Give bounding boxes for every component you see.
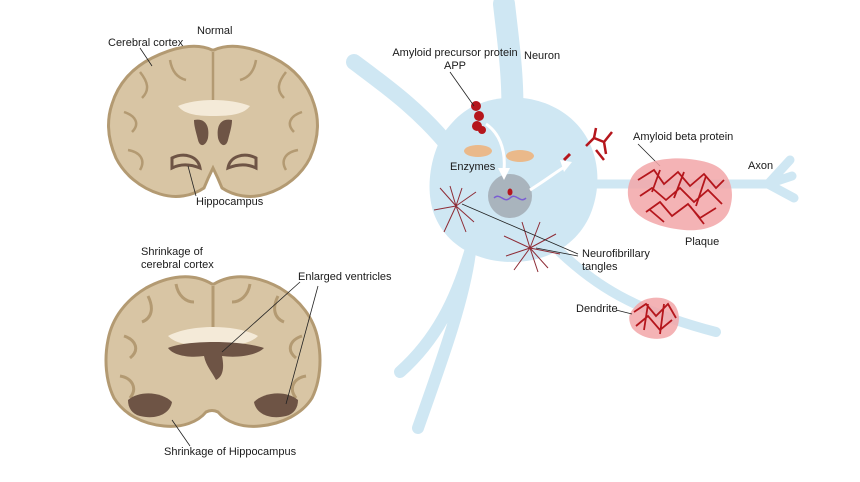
- enzymes-label: Enzymes: [450, 161, 496, 173]
- neuron-lower-right-dendrite: [555, 247, 721, 337]
- tangles-label-line1: Neurofibrillary: [582, 248, 650, 260]
- normal-hippocampus-right: [226, 153, 258, 171]
- normal-ventricles: [194, 119, 232, 146]
- normal-cortex-pointer: [139, 47, 153, 67]
- processing-arrowhead-out: [560, 160, 572, 172]
- diseased-corpus-callosum: [168, 327, 258, 346]
- amyloid-beta-oligomer: [585, 127, 613, 161]
- normal-title: Normal: [197, 25, 233, 37]
- tangles-label-line2: tangles: [582, 261, 618, 273]
- diseased-hippocampus-left: [128, 393, 172, 418]
- diseased-cortex-label-line1: Shrinkage of: [141, 246, 203, 258]
- normal-corpus-callosum: [178, 100, 250, 116]
- tangle-lower: [503, 221, 561, 273]
- app-pointer: [449, 71, 475, 107]
- diseased-ventricles-pointer-b: [285, 285, 319, 405]
- normal-hippocampus-pointer: [187, 165, 197, 197]
- normal-cortex-shape: [107, 44, 319, 198]
- diseased-ventricles-label: Enlarged ventricles: [298, 271, 392, 283]
- neuron-lower-left-dendrite: [394, 246, 476, 434]
- tangles-pointer-lower: [535, 247, 579, 257]
- normal-gyri-lines: [123, 52, 303, 171]
- app-protein: [471, 101, 486, 134]
- normal-cortex-label: Cerebral cortex: [108, 37, 184, 49]
- enzyme-right: [506, 150, 534, 162]
- plaque-fibrils: [637, 168, 725, 225]
- processing-arrowhead-nucleus: [498, 168, 510, 180]
- neuron-section: [346, 0, 799, 434]
- normal-hippocampus-left: [170, 153, 202, 171]
- tangles-pointer-upper: [461, 203, 579, 255]
- neuron-nucleus: [488, 174, 532, 218]
- normal-brain-section: [107, 44, 319, 198]
- dendrite-label: Dendrite: [576, 303, 618, 315]
- app-label-line2: APP: [443, 60, 466, 72]
- tangle-upper: [433, 185, 477, 233]
- diseased-hippocampus-label: Shrinkage of Hippocampus: [164, 446, 297, 458]
- diseased-brain-section: [104, 275, 322, 447]
- app-label-line1: Amyloid precursor protein: [392, 47, 518, 59]
- processing-arrow-into-nucleus: [485, 122, 506, 171]
- normal-hippocampus-label: Hippocampus: [196, 196, 264, 208]
- neuron-left-dendrite: [346, 54, 460, 158]
- amyloid-beta-label: Amyloid beta protein: [633, 131, 734, 143]
- amyloid-fragment: [562, 152, 572, 162]
- diseased-ventricles-pointer-a: [221, 281, 301, 353]
- neuron-label: Neuron: [524, 50, 561, 62]
- enzyme-left: [464, 145, 492, 157]
- dendrite-plaque-fibrils: [633, 302, 677, 335]
- plaque-label: Plaque: [685, 236, 720, 248]
- diseased-hippocampus-pointer: [171, 419, 191, 447]
- diseased-cortex-label-line2: cerebral cortex: [141, 259, 214, 271]
- dendrite-pointer: [615, 309, 633, 315]
- nucleus-spot: [507, 188, 513, 196]
- nucleus-dna: [493, 195, 527, 201]
- diseased-enlarged-ventricles: [168, 342, 264, 380]
- axon-label: Axon: [748, 160, 774, 172]
- diseased-sulci-lines: [119, 283, 307, 399]
